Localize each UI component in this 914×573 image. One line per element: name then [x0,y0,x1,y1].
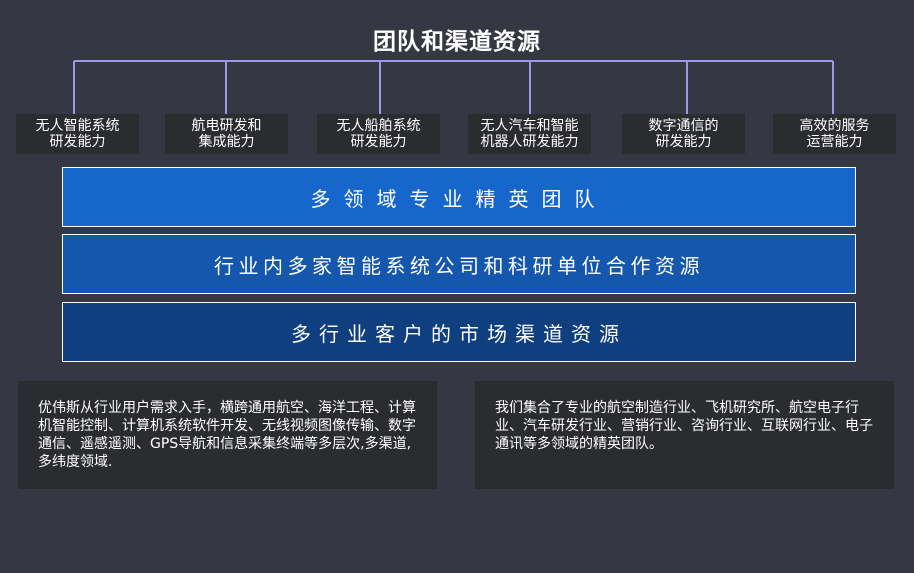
capability-box: 航电研发和 集成能力 [165,114,288,154]
capability-label: 高效的服务 运营能力 [799,118,870,150]
description-left: 优伟斯从行业用户需求入手，横跨通用航空、海洋工程、计算机智能控制、计算机系统软件… [18,381,437,489]
diagram-title: 团队和渠道资源 [373,29,541,55]
capability-box: 无人智能系统 研发能力 [16,114,139,154]
capability-box: 无人汽车和智能 机器人研发能力 [468,114,591,154]
capability-label: 无人智能系统 研发能力 [35,118,120,150]
tier-partner-resources: 行业内多家智能系统公司和科研单位合作资源 [62,234,856,294]
capability-box: 高效的服务 运营能力 [773,114,896,154]
capability-box: 无人船舶系统 研发能力 [317,114,440,154]
capability-label: 航电研发和 集成能力 [191,118,262,150]
tier-market-channels: 多行业客户的市场渠道资源 [62,302,856,362]
tier-elite-team: 多领域专业精英团队 [62,167,856,227]
connector-lines [73,60,834,114]
description-right: 我们集合了专业的航空制造行业、飞机研究所、航空电子行业、汽车研发行业、营销行业、… [475,381,894,489]
capability-label: 数字通信的 研发能力 [648,118,719,150]
capability-label: 无人汽车和智能 机器人研发能力 [480,118,579,150]
capability-label: 无人船舶系统 研发能力 [336,118,421,150]
capability-box: 数字通信的 研发能力 [622,114,745,154]
